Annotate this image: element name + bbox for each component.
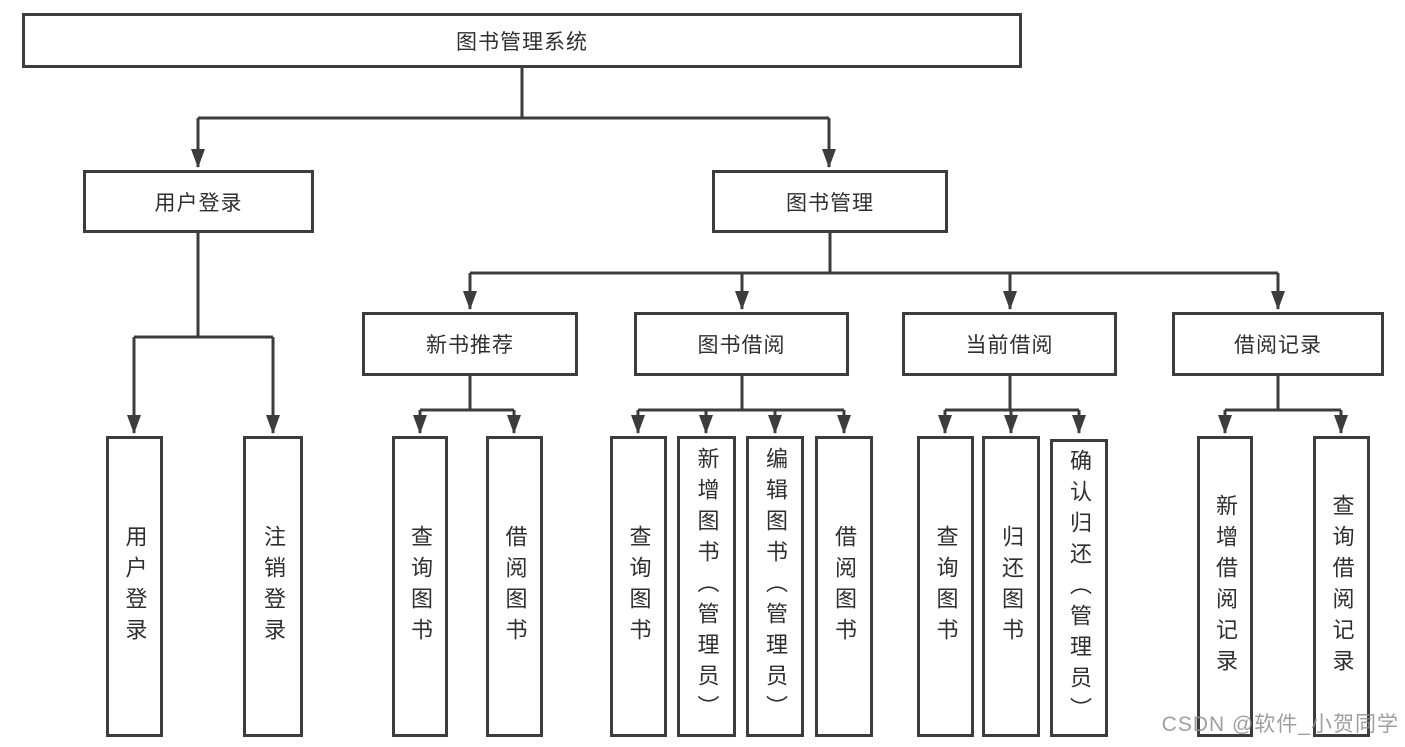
node-label: 新书推荐 bbox=[426, 334, 514, 357]
node-label: 查询图书 bbox=[626, 524, 652, 649]
node-label: 新增图书（管理员） bbox=[694, 447, 720, 726]
node-records-search-record: 查询借阅记录 bbox=[1313, 436, 1370, 737]
node-records-add-record: 新增借阅记录 bbox=[1197, 436, 1253, 737]
node-label: 查询图书 bbox=[933, 524, 959, 649]
node-borrow-borrow-books: 借阅图书 bbox=[815, 436, 873, 737]
node-label: 新增借阅记录 bbox=[1213, 493, 1238, 680]
node-user-login: 用户登录 bbox=[83, 170, 314, 233]
node-logout: 注销登录 bbox=[243, 436, 303, 737]
node-label: 用户登录 bbox=[122, 524, 148, 649]
csdn-watermark: CSDN @软件_小贺同学 bbox=[1161, 713, 1399, 736]
node-label: 图书管理 bbox=[786, 191, 874, 215]
node-label: 注销登录 bbox=[261, 524, 286, 649]
node-current-search-books: 查询图书 bbox=[917, 436, 974, 737]
node-label: 归还图书 bbox=[999, 524, 1024, 649]
node-label: 借阅记录 bbox=[1234, 334, 1322, 357]
node-borrow-records: 借阅记录 bbox=[1172, 312, 1384, 376]
node-label: 确认归还（管理员） bbox=[1067, 448, 1092, 728]
node-label: 借阅图书 bbox=[502, 524, 528, 649]
node-label: 编辑图书（管理员） bbox=[763, 447, 788, 726]
node-label: 用户登录 bbox=[154, 191, 243, 215]
node-current-borrowing: 当前借阅 bbox=[902, 312, 1117, 376]
node-label: 查询图书 bbox=[408, 524, 433, 649]
node-rec-search-books: 查询图书 bbox=[392, 436, 448, 737]
node-label: 当前借阅 bbox=[965, 334, 1054, 357]
node-login: 用户登录 bbox=[106, 436, 163, 737]
node-current-return-books: 归还图书 bbox=[982, 436, 1040, 737]
node-book-borrowing: 图书借阅 bbox=[634, 312, 849, 376]
node-label: 图书管理系统 bbox=[456, 30, 588, 54]
node-label: 借阅图书 bbox=[832, 524, 857, 649]
node-book-management: 图书管理 bbox=[712, 170, 948, 233]
node-borrow-edit-books-admin: 编辑图书（管理员） bbox=[746, 436, 804, 737]
node-library-system: 图书管理系统 bbox=[22, 13, 1022, 68]
node-label: 查询借阅记录 bbox=[1329, 493, 1355, 680]
node-new-book-recommend: 新书推荐 bbox=[362, 312, 578, 376]
node-current-confirm-return-admin: 确认归还（管理员） bbox=[1050, 439, 1108, 737]
node-rec-borrow-books: 借阅图书 bbox=[486, 436, 543, 737]
node-borrow-add-books-admin: 新增图书（管理员） bbox=[677, 436, 736, 737]
node-label: 图书借阅 bbox=[697, 334, 786, 357]
node-borrow-search-books: 查询图书 bbox=[610, 436, 667, 737]
